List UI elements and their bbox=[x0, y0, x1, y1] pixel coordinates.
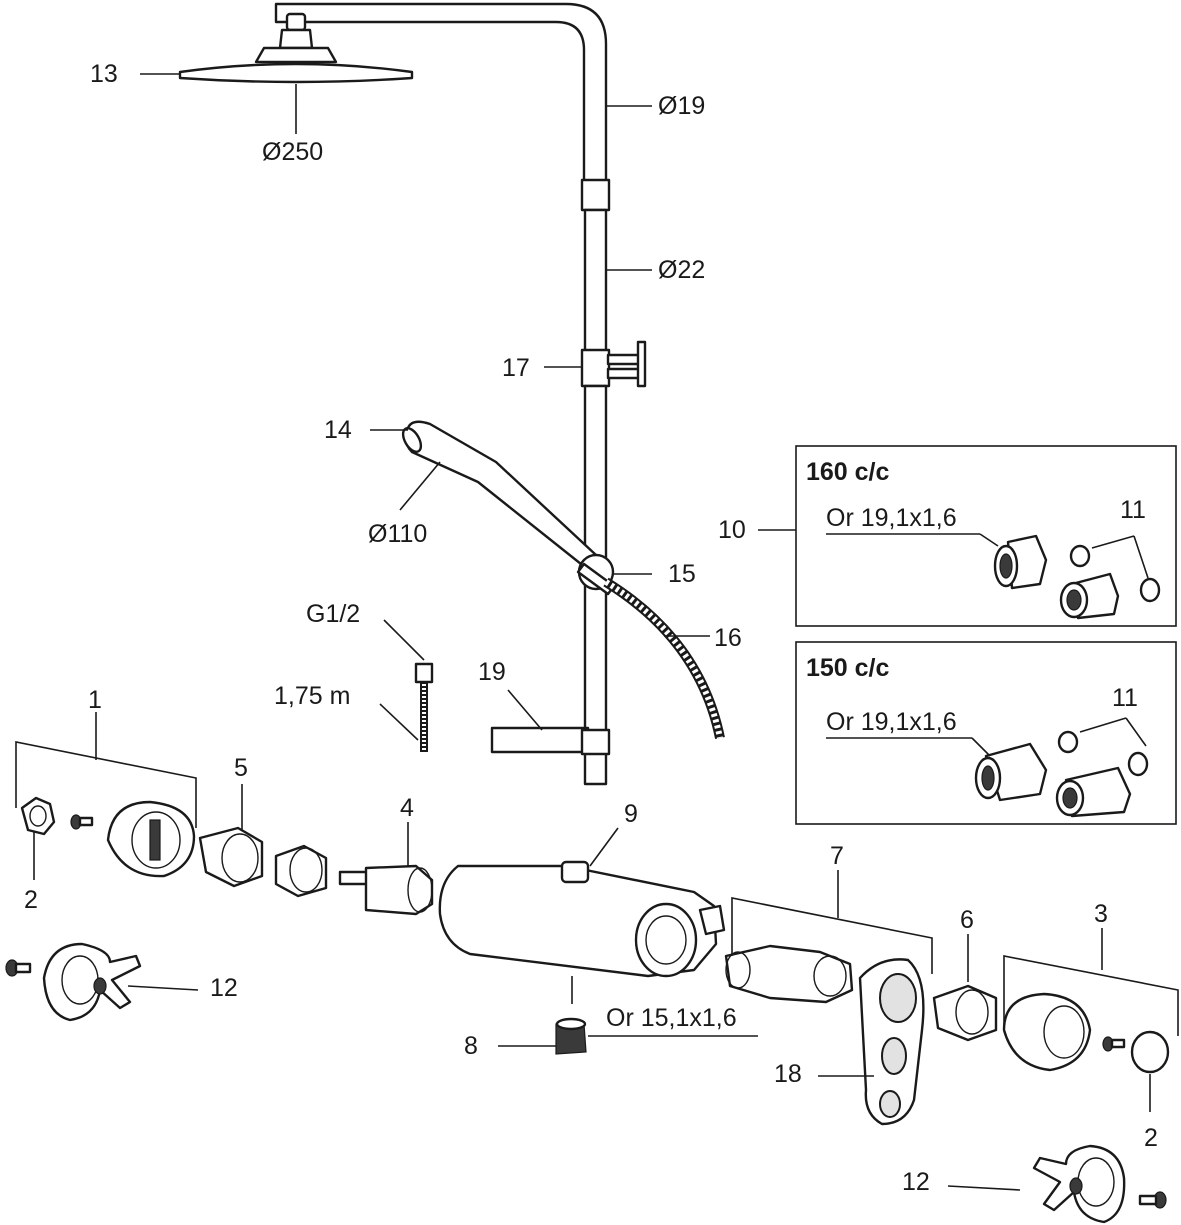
screw-small-right bbox=[1102, 1036, 1126, 1052]
riser-pipe bbox=[274, 2, 611, 786]
screw-12-right bbox=[1138, 1191, 1167, 1209]
screw-small-left bbox=[70, 814, 94, 830]
callout-19: 19 bbox=[478, 658, 506, 686]
shower-head-13 bbox=[178, 12, 414, 84]
oring-160-b bbox=[1139, 577, 1161, 603]
callout-8: 8 bbox=[464, 1032, 478, 1060]
handle-cap-1 bbox=[106, 800, 196, 878]
callout-16: 16 bbox=[714, 624, 742, 652]
callout-5: 5 bbox=[234, 754, 248, 782]
dim-lower-pipe: Ø22 bbox=[658, 256, 705, 284]
thermostatic-cartridge-7 bbox=[724, 944, 854, 1004]
retaining-clip-12-right bbox=[1032, 1144, 1126, 1224]
callout-14: 14 bbox=[324, 416, 352, 444]
union-fitting-160 bbox=[993, 534, 1048, 590]
callout-4: 4 bbox=[400, 794, 414, 822]
adapter-ring-6 bbox=[932, 984, 998, 1042]
outlet-nipple-8 bbox=[555, 1017, 587, 1055]
callout-1: 1 bbox=[88, 686, 102, 714]
callout-18: 18 bbox=[774, 1060, 802, 1088]
dim-oring-8: Or 15,1x1,6 bbox=[606, 1004, 737, 1032]
adapter-ring-5 bbox=[198, 826, 264, 888]
union-fitting-150 bbox=[974, 742, 1048, 802]
callout-2-left: 2 bbox=[24, 886, 38, 914]
box-150 bbox=[795, 641, 1177, 825]
oring-150-a bbox=[1057, 730, 1079, 754]
screw-12-left bbox=[5, 959, 32, 977]
box-160-title: 160 c/c bbox=[806, 458, 890, 486]
bushing bbox=[274, 844, 328, 898]
mounting-plate-18 bbox=[858, 958, 925, 1126]
thermostat-body-9 bbox=[438, 860, 726, 978]
callout-2-right: 2 bbox=[1144, 1124, 1158, 1152]
callout-15: 15 bbox=[668, 560, 696, 588]
callout-12-right: 12 bbox=[902, 1168, 930, 1196]
oring-150-b bbox=[1127, 751, 1149, 777]
dim-upper-pipe: Ø19 bbox=[658, 92, 705, 120]
dim-hand-shower: Ø110 bbox=[368, 520, 427, 548]
box-160 bbox=[795, 445, 1177, 627]
callout-12-left: 12 bbox=[210, 974, 238, 1002]
callout-6: 6 bbox=[960, 906, 974, 934]
handle-cap-3 bbox=[1002, 992, 1092, 1072]
box-150-oring: Or 19,1x1,6 bbox=[826, 708, 957, 736]
callout-17: 17 bbox=[502, 354, 530, 382]
dim-hose-length: 1,75 m bbox=[274, 682, 350, 710]
callout-11-top: 11 bbox=[1120, 496, 1146, 524]
callout-13: 13 bbox=[90, 60, 118, 88]
cap-nut-2-left bbox=[20, 796, 56, 836]
retaining-clip-12-left bbox=[42, 942, 142, 1022]
union-nut-160 bbox=[1059, 572, 1120, 620]
callout-7: 7 bbox=[830, 842, 844, 870]
dim-head-diameter: Ø250 bbox=[262, 138, 323, 166]
cartridge-4 bbox=[338, 864, 434, 916]
labels: 13 Ø250 Ø19 Ø22 17 14 Ø110 15 16 G1/2 1,… bbox=[24, 60, 1158, 1196]
oring-160-a bbox=[1069, 544, 1091, 568]
leader-lines bbox=[15, 73, 1179, 1191]
callout-3: 3 bbox=[1094, 900, 1108, 928]
callout-11-bottom: 11 bbox=[1112, 684, 1138, 712]
dim-hose-thread: G1/2 bbox=[306, 600, 360, 628]
shower-hose-16 bbox=[603, 577, 725, 740]
hand-shower-14 bbox=[401, 420, 598, 570]
box-150-title: 150 c/c bbox=[806, 654, 890, 682]
callout-10: 10 bbox=[718, 516, 746, 544]
wall-bracket-17 bbox=[606, 340, 647, 388]
cap-nut-2-right bbox=[1130, 1030, 1170, 1074]
box-160-oring: Or 19,1x1,6 bbox=[826, 504, 957, 532]
union-nut-150 bbox=[1055, 766, 1132, 818]
hose-icon bbox=[414, 662, 434, 752]
soap-dish-19 bbox=[490, 726, 611, 756]
callout-9: 9 bbox=[624, 800, 638, 828]
